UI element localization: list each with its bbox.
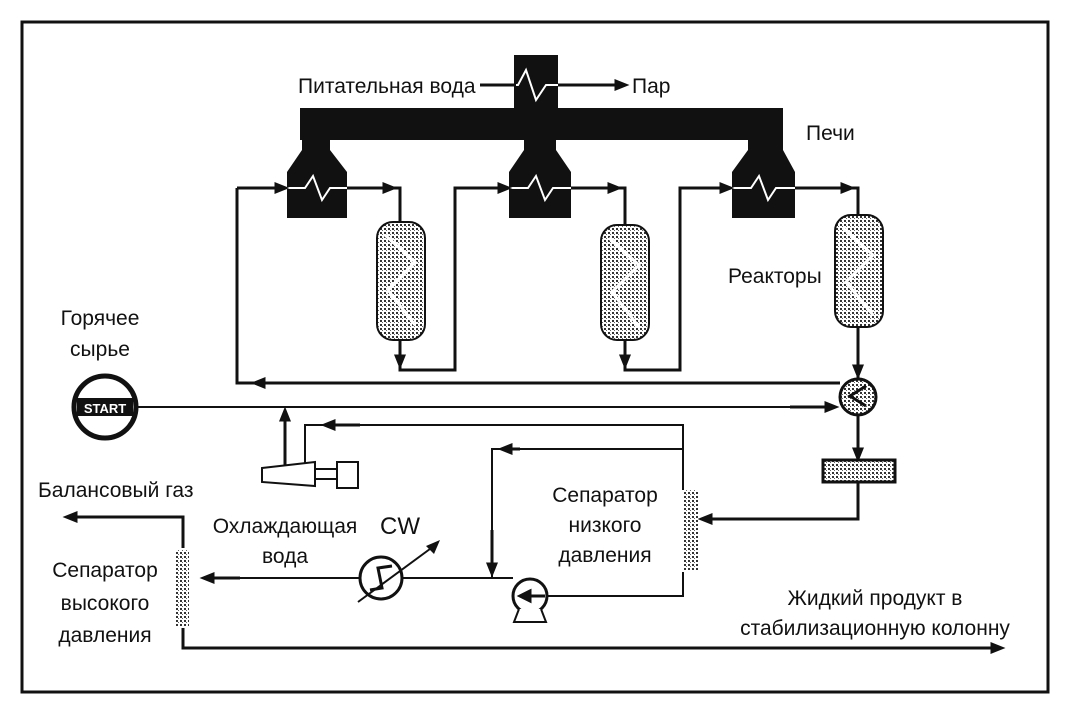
water-cooler bbox=[357, 540, 440, 603]
cw-label: CW bbox=[380, 513, 420, 540]
liquid-product-label-line2: стабилизационную колонну bbox=[740, 617, 1010, 640]
frame-border bbox=[20, 20, 1050, 694]
feed-water-label: Питательная вода bbox=[298, 75, 476, 98]
compressor bbox=[261, 460, 359, 489]
hp-separator-label-line3: давления bbox=[58, 624, 151, 647]
reactor-3 bbox=[834, 214, 884, 328]
reactors-label: Реакторы bbox=[728, 265, 822, 288]
balance-gas-label: Балансовый газ bbox=[38, 479, 194, 502]
flue-gas-header bbox=[300, 55, 783, 140]
lp-separator-label-line1: Сепаратор bbox=[552, 484, 658, 507]
start-label: START bbox=[84, 401, 126, 416]
high-pressure-separator bbox=[175, 550, 189, 626]
hot-feed-label-line2: сырье bbox=[70, 338, 130, 361]
hot-feed-label-line1: Горячее bbox=[61, 307, 140, 330]
hp-separator-label-line2: высокого bbox=[61, 592, 150, 615]
furnace-3 bbox=[732, 138, 795, 218]
lp-separator-label-line2: низкого bbox=[569, 514, 642, 537]
reactor-1 bbox=[376, 221, 426, 341]
furnace-1 bbox=[287, 138, 347, 218]
steam-label: Пар bbox=[632, 75, 670, 98]
reactor-2 bbox=[600, 224, 650, 341]
furnace-2 bbox=[509, 138, 571, 218]
lp-separator-label-line3: давления bbox=[558, 544, 651, 567]
cooling-water-label-line1: Охлаждающая bbox=[213, 515, 358, 538]
hp-separator-label-line1: Сепаратор bbox=[52, 559, 158, 582]
air-cooler bbox=[821, 458, 897, 484]
feed-effluent-exchanger bbox=[838, 377, 878, 417]
low-pressure-separator bbox=[684, 490, 698, 570]
liquid-product-label-line1: Жидкий продукт в bbox=[788, 587, 963, 610]
furnaces-label: Печи bbox=[806, 122, 855, 145]
cooling-water-label-line2: вода bbox=[262, 545, 308, 568]
reactor-circuit-lines bbox=[235, 182, 864, 389]
pump bbox=[511, 577, 549, 623]
start-button[interactable]: START bbox=[71, 373, 139, 441]
